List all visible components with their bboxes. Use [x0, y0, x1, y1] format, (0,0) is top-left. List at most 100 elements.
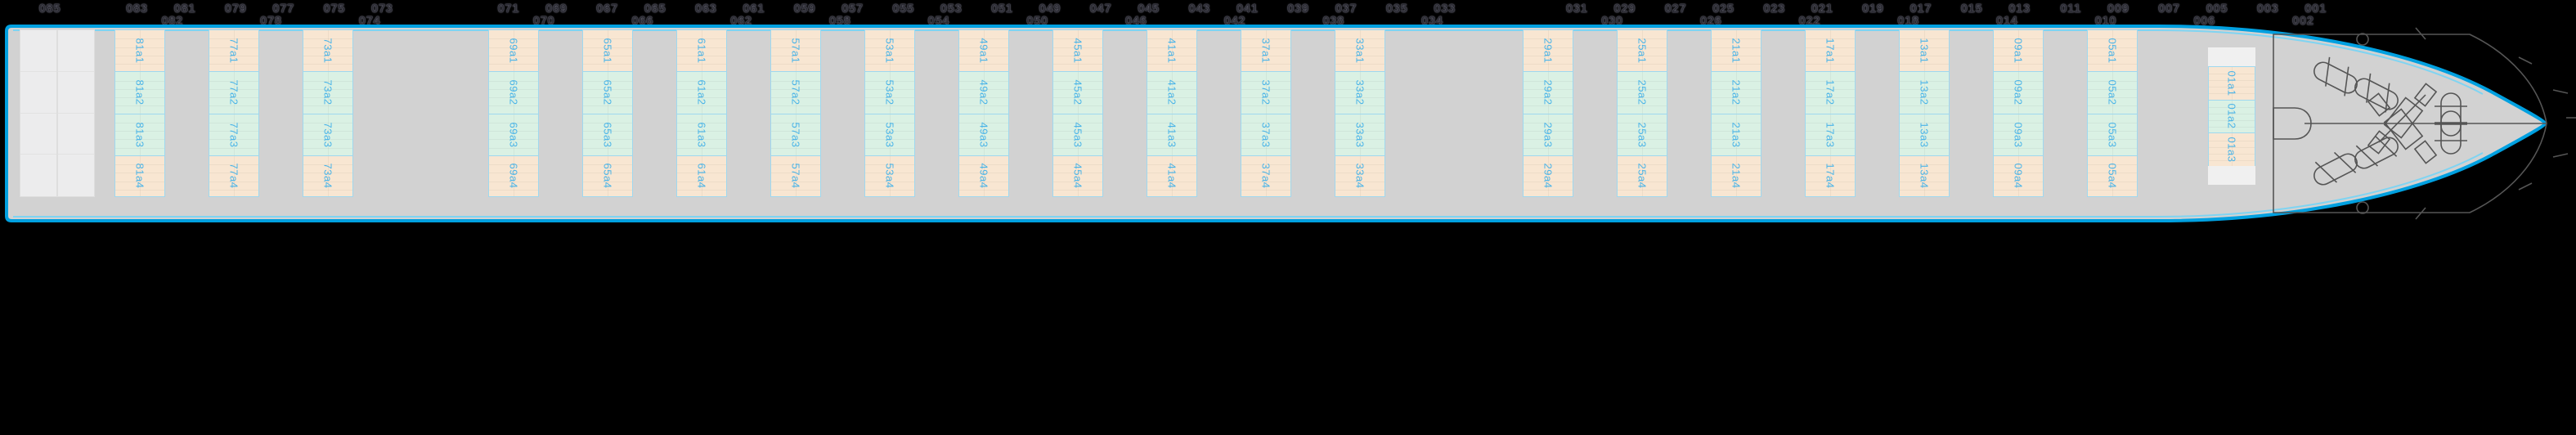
container-tier[interactable]: 49a4: [958, 155, 1009, 197]
container-tier[interactable]: 33a1: [1335, 29, 1385, 72]
container-tier[interactable]: 21a1: [1711, 29, 1761, 72]
container-tier[interactable]: 81a1: [114, 29, 165, 72]
container-tier[interactable]: 77a1: [209, 29, 259, 72]
container-tier[interactable]: 05a3: [2087, 113, 2138, 155]
container-tier[interactable]: 61a2: [676, 71, 727, 114]
container-tier[interactable]: 21a2: [1711, 71, 1761, 114]
container-tier[interactable]: 77a4: [209, 155, 259, 197]
container-tier[interactable]: 01a1: [2208, 65, 2255, 100]
container-tier[interactable]: 77a2: [209, 71, 259, 114]
container-tier[interactable]: 17a2: [1805, 71, 1856, 114]
container-tier[interactable]: 01a3: [2208, 132, 2255, 167]
container-tier[interactable]: 65a1: [582, 29, 633, 72]
container-tier[interactable]: 57a4: [770, 155, 821, 197]
container-tier[interactable]: 69a1: [488, 29, 539, 72]
container-tier[interactable]: 61a1: [676, 29, 727, 72]
container-tier[interactable]: 57a1: [770, 29, 821, 72]
container-tier[interactable]: 25a2: [1617, 71, 1667, 114]
container-tier[interactable]: 21a4: [1711, 155, 1761, 197]
container-tier[interactable]: 09a2: [1993, 71, 2044, 114]
container-tier[interactable]: 05a1: [2087, 29, 2138, 72]
container-tier[interactable]: 53a1: [864, 29, 915, 72]
container-tier[interactable]: 69a3: [488, 113, 539, 155]
container-tier[interactable]: 45a4: [1052, 155, 1103, 197]
container-tier[interactable]: 37a3: [1241, 113, 1291, 155]
container-tier[interactable]: 69a2: [488, 71, 539, 114]
container-tier[interactable]: 53a2: [864, 71, 915, 114]
container-tier[interactable]: 29a3: [1523, 113, 1573, 155]
container-tier[interactable]: 13a1: [1899, 29, 1950, 72]
container-tier[interactable]: 25a1: [1617, 29, 1667, 72]
container-tier[interactable]: 29a4: [1523, 155, 1573, 197]
container-tier[interactable]: 65a4: [582, 155, 633, 197]
container-tier[interactable]: 37a4: [1241, 155, 1291, 197]
container-tier[interactable]: 53a4: [864, 155, 915, 197]
container-tier[interactable]: 29a2: [1523, 71, 1573, 114]
container-tier[interactable]: 81a2: [114, 71, 165, 114]
container-tier[interactable]: 49a3: [958, 113, 1009, 155]
container-tier[interactable]: 33a4: [1335, 155, 1385, 197]
container-tier[interactable]: 41a3: [1147, 113, 1197, 155]
container-tier[interactable]: 33a3: [1335, 113, 1385, 155]
container-tier[interactable]: 61a3: [676, 113, 727, 155]
container-tier[interactable]: 13a2: [1899, 71, 1950, 114]
container-tier[interactable]: 29a1: [1523, 29, 1573, 72]
container-tier[interactable]: 53a3: [864, 113, 915, 155]
container-tier[interactable]: 81a3: [114, 113, 165, 155]
container-tier[interactable]: 13a3: [1899, 113, 1950, 155]
container-tier[interactable]: 49a2: [958, 71, 1009, 114]
container-tier[interactable]: 73a3: [303, 113, 353, 155]
container-tier[interactable]: 13a4: [1899, 155, 1950, 197]
container-tier[interactable]: 17a3: [1805, 113, 1856, 155]
container-tier[interactable]: 41a4: [1147, 155, 1197, 197]
container-tier[interactable]: 73a1: [303, 29, 353, 72]
container-tier[interactable]: 09a4: [1993, 155, 2044, 197]
container-tier[interactable]: 17a1: [1805, 29, 1856, 72]
container-tier[interactable]: 57a2: [770, 71, 821, 114]
container-tier[interactable]: 61a4: [676, 155, 727, 197]
container-tier[interactable]: 49a1: [958, 29, 1009, 72]
container-tier[interactable]: 69a4: [488, 155, 539, 197]
container-tier[interactable]: 45a3: [1052, 113, 1103, 155]
container-tier[interactable]: 33a2: [1335, 71, 1385, 114]
container-tier[interactable]: 25a4: [1617, 155, 1667, 197]
container-tier[interactable]: 09a3: [1993, 113, 2044, 155]
container-tier[interactable]: 37a2: [1241, 71, 1291, 114]
container-tier[interactable]: 45a1: [1052, 29, 1103, 72]
container-tier[interactable]: 41a2: [1147, 71, 1197, 114]
container-tier[interactable]: 37a1: [1241, 29, 1291, 72]
container-tier[interactable]: 73a2: [303, 71, 353, 114]
container-tier[interactable]: 65a2: [582, 71, 633, 114]
container-tier[interactable]: 25a3: [1617, 113, 1667, 155]
container-tier[interactable]: 05a4: [2087, 155, 2138, 197]
container-tier[interactable]: 57a3: [770, 113, 821, 155]
container-tier[interactable]: 17a4: [1805, 155, 1856, 197]
container-tier[interactable]: 65a3: [582, 113, 633, 155]
container-tier[interactable]: 77a3: [209, 113, 259, 155]
container-tier[interactable]: 05a2: [2087, 71, 2138, 114]
container-tier[interactable]: 09a1: [1993, 29, 2044, 72]
container-tier[interactable]: 73a4: [303, 155, 353, 197]
container-tier[interactable]: 81a4: [114, 155, 165, 197]
container-tier[interactable]: 41a1: [1147, 29, 1197, 72]
